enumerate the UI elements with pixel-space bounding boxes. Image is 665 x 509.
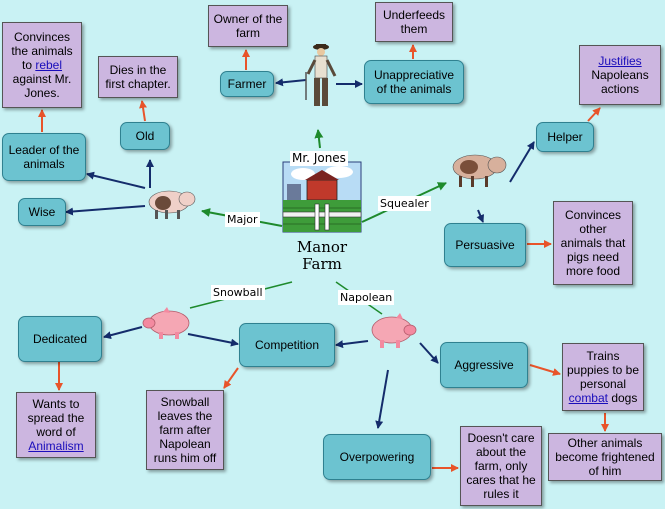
node-wise: Wise	[18, 198, 66, 226]
node-overpowering: Overpowering	[323, 434, 431, 480]
edge-label-squealer: Squealer	[378, 196, 431, 211]
pig-napolean-icon	[371, 313, 417, 348]
arrow-major-to-leader	[86, 171, 146, 189]
node-others-frightened: Other animals become frightened of him	[548, 433, 662, 481]
link-animalism[interactable]: Animalism	[28, 439, 84, 453]
link-justifies[interactable]: Justifies	[598, 54, 642, 68]
link-combat[interactable]: combat	[568, 391, 608, 405]
farmer-figure	[305, 44, 337, 106]
pig-snowball-icon	[142, 307, 190, 339]
arrow-squealer-to-helper	[509, 141, 535, 183]
center-title-line2: Farm	[302, 255, 342, 273]
edge-label-snowball: Snowball	[211, 285, 265, 300]
arrow-major-to-wise	[65, 205, 146, 216]
node-competition: Competition	[239, 323, 335, 367]
node-helper: Helper	[536, 122, 594, 152]
arrow-napolean-to-overpowering	[375, 369, 389, 429]
node-convinces-rebel: Convinces the animals to rebel against M…	[2, 22, 82, 108]
manor-farm-illustration	[282, 161, 362, 233]
arrow-jones-to-farmer	[275, 78, 307, 87]
center-title-line1: Manor	[296, 238, 348, 256]
node-owner-farm: Owner of the farm	[208, 5, 288, 47]
arrow-squealer-to-persuasive	[476, 209, 484, 223]
pig-squealer-icon	[452, 154, 507, 187]
pig-major-icon	[148, 190, 196, 219]
arrow-aggressive-to-trains	[529, 364, 561, 376]
node-unappreciative: Unappreciative of the animals	[364, 60, 464, 104]
arrow-snowball-to-dedicated	[103, 326, 143, 340]
node-persuasive: Persuasive	[444, 223, 526, 267]
arrow-center-to-farmer	[314, 129, 324, 149]
node-snowball-leaves: Snowball leaves the farm after Napolean …	[146, 390, 224, 470]
edge-label-napolean: Napolean	[338, 290, 395, 305]
node-dies-first: Dies in the first chapter.	[98, 56, 178, 98]
link-rebel[interactable]: rebel	[35, 58, 63, 72]
node-leader: Leader of the animals	[2, 133, 86, 181]
node-underfeeds: Underfeeds them	[375, 2, 453, 42]
center-caption: Mr. Jones	[290, 151, 348, 166]
node-dedicated: Dedicated	[18, 316, 102, 362]
node-justifies: Justifies Napoleans actions	[579, 45, 661, 105]
center-title: Manor Farm	[292, 239, 352, 273]
arrow-helper-to-justifies	[587, 107, 601, 122]
node-doesnt-care: Doesn't care about the farm, only cares …	[460, 426, 542, 506]
arrow-napolean-to-aggressive	[419, 342, 439, 364]
node-convinces-food: Convinces other animals that pigs need m…	[553, 201, 633, 285]
node-trains: Trains puppies to be personal combat dog…	[562, 343, 644, 411]
edge-label-major: Major	[225, 212, 260, 227]
node-farmer: Farmer	[220, 71, 274, 97]
node-aggressive: Aggressive	[440, 342, 528, 388]
arrow-old-to-dies	[139, 100, 147, 122]
arrow-snowball-to-competition	[187, 333, 239, 347]
node-old: Old	[120, 122, 170, 150]
arrow-competition-to-leaves	[223, 367, 239, 389]
arrow-napolean-to-competition	[335, 340, 369, 349]
node-spread: Wants to spread the word of Animalism	[16, 392, 96, 458]
